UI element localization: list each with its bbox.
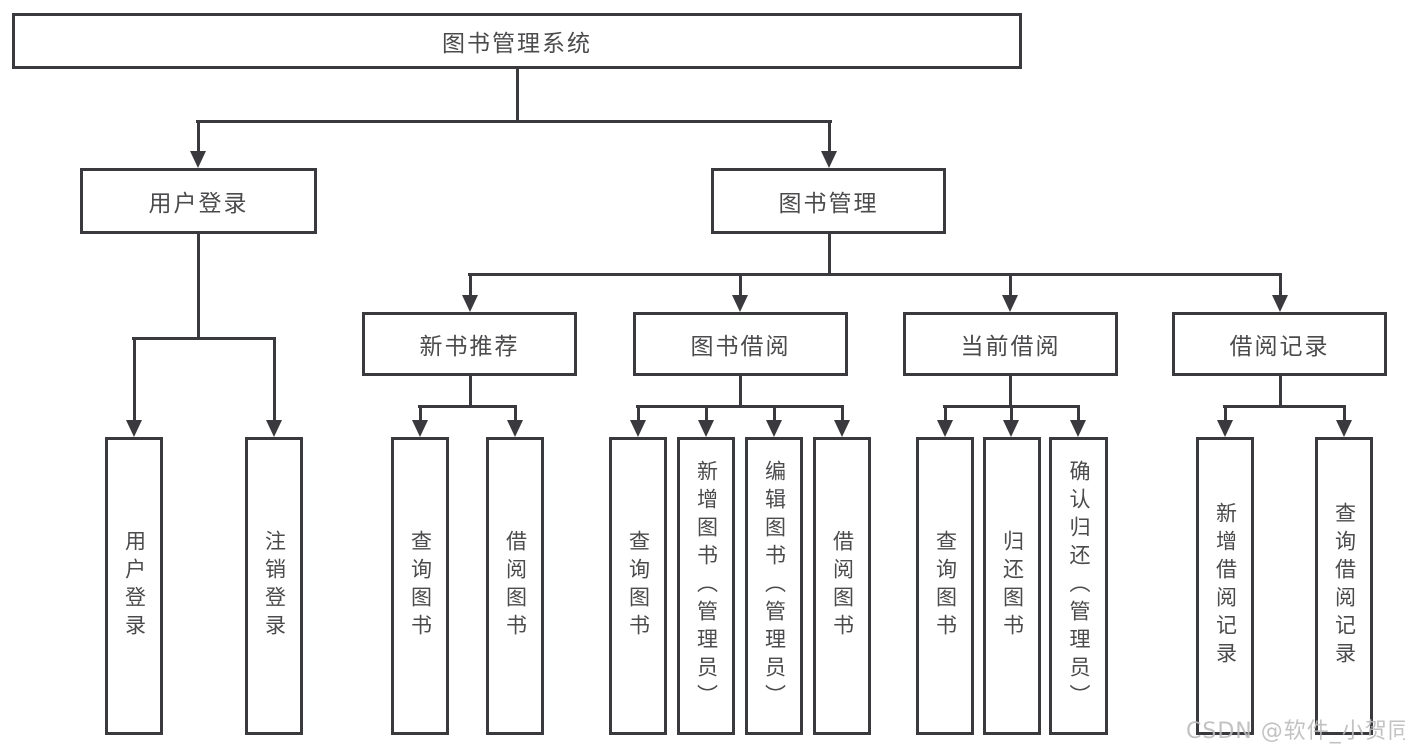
node-user-login: 用户登录	[80, 168, 317, 234]
connector-line	[1009, 273, 1012, 297]
node-label: 用户登录	[122, 530, 147, 642]
node-label: 编辑图书（管理员）	[762, 460, 787, 712]
node-label: 查询图书	[933, 530, 958, 642]
node-add-borrow-record: 新增借阅记录	[1196, 437, 1254, 735]
connector-line	[1224, 405, 1227, 421]
connector-line	[469, 273, 472, 297]
connector-line	[636, 405, 844, 408]
node-label: 归还图书	[1000, 530, 1025, 642]
connector-line	[1077, 405, 1080, 421]
node-label: 借阅图书	[830, 530, 855, 642]
connector-line	[739, 376, 742, 408]
connector-line	[197, 120, 200, 153]
connector-line	[133, 337, 136, 421]
arrow-down-icon	[732, 295, 748, 312]
arrow-down-icon	[126, 420, 142, 437]
node-query-borrow-record: 查询借阅记录	[1315, 437, 1373, 735]
node-label: 借阅图书	[503, 530, 528, 642]
node-user-login-leaf: 用户登录	[105, 437, 163, 735]
node-label: 新增借阅记录	[1213, 502, 1238, 670]
connector-line	[944, 405, 947, 421]
connector-line	[841, 405, 844, 421]
connector-line	[1279, 376, 1282, 408]
arrow-down-icon	[266, 420, 282, 437]
arrow-down-icon	[937, 420, 953, 437]
connector-line	[418, 405, 517, 408]
arrow-down-icon	[1217, 420, 1233, 437]
connector-line	[828, 120, 831, 153]
arrow-down-icon	[698, 420, 714, 437]
connector-line	[132, 337, 276, 340]
arrow-down-icon	[766, 420, 782, 437]
watermark-text: CSDN @软件_小贺同学	[1186, 719, 1405, 744]
arrow-down-icon	[821, 151, 837, 168]
arrow-down-icon	[462, 295, 478, 312]
node-label: 确认归还（管理员）	[1067, 460, 1091, 712]
connector-line	[1343, 405, 1346, 421]
arrow-down-icon	[412, 420, 428, 437]
node-edit-book-admin: 编辑图书（管理员）	[745, 437, 803, 735]
connector-line	[773, 405, 776, 421]
connector-line	[469, 376, 472, 408]
arrow-down-icon	[1002, 295, 1018, 312]
node-label: 查询借阅记录	[1332, 502, 1357, 670]
node-label: 注销登录	[262, 530, 287, 642]
node-query-books-borrow: 查询图书	[609, 437, 667, 735]
arrow-down-icon	[1070, 420, 1086, 437]
node-add-book-admin: 新增图书（管理员）	[677, 437, 735, 735]
connector-line	[705, 405, 708, 421]
node-borrow-books-leaf: 借阅图书	[813, 437, 871, 735]
connector-line	[1279, 273, 1282, 297]
connector-line	[739, 273, 742, 297]
node-book-management: 图书管理	[711, 168, 946, 234]
connector-line	[516, 68, 519, 121]
node-query-books-recommend: 查询图书	[391, 437, 449, 735]
connector-line	[1009, 376, 1012, 408]
arrow-down-icon	[630, 420, 646, 437]
arrow-down-icon	[834, 420, 850, 437]
connector-line	[1223, 405, 1346, 408]
node-query-books-current: 查询图书	[916, 437, 974, 735]
connector-line	[419, 405, 422, 421]
connector-line	[514, 405, 517, 421]
connector-line	[273, 337, 276, 421]
node-label: 查询图书	[408, 530, 433, 642]
arrow-down-icon	[1272, 295, 1288, 312]
node-root: 图书管理系统	[12, 13, 1022, 69]
node-current-borrow: 当前借阅	[903, 312, 1118, 376]
connector-line	[197, 234, 200, 339]
arrow-down-icon	[1003, 420, 1019, 437]
connector-line	[828, 234, 831, 276]
connector-line	[196, 120, 832, 123]
node-book-borrow: 图书借阅	[633, 312, 848, 376]
arrow-down-icon	[507, 420, 523, 437]
node-confirm-return-admin: 确认归还（管理员）	[1049, 437, 1108, 735]
node-new-book-recommend: 新书推荐	[362, 312, 577, 376]
arrow-down-icon	[1336, 420, 1352, 437]
arrow-down-icon	[190, 151, 206, 168]
connector-line	[637, 405, 640, 421]
connector-line	[468, 273, 1282, 276]
node-borrow-books-recommend: 借阅图书	[486, 437, 544, 735]
node-logout-leaf: 注销登录	[245, 437, 303, 735]
connector-line	[1010, 405, 1013, 421]
node-borrow-records: 借阅记录	[1172, 312, 1387, 376]
node-label: 查询图书	[626, 530, 651, 642]
node-label: 新增图书（管理员）	[694, 460, 719, 712]
node-return-books: 归还图书	[983, 437, 1041, 735]
